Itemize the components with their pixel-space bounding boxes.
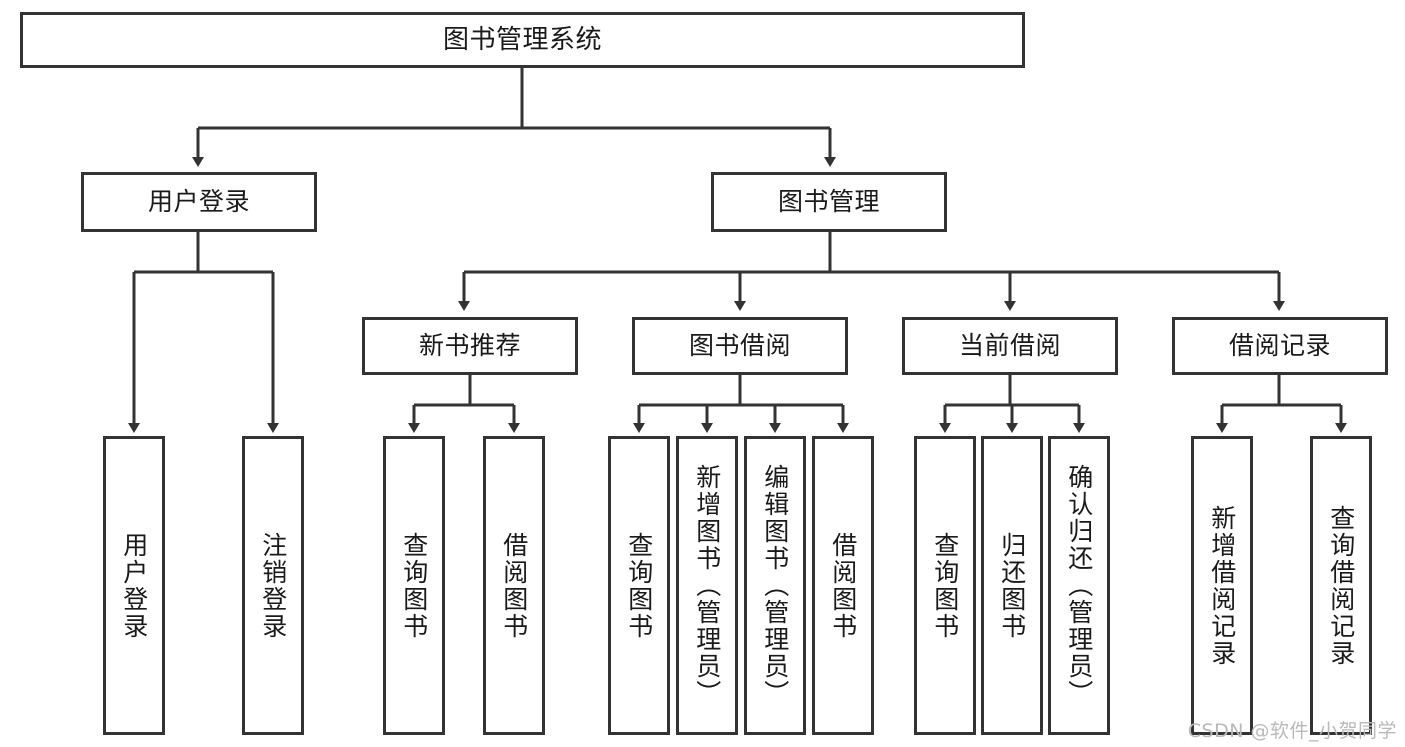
node-leaf-borrow-book-1-label: 借阅图书 bbox=[499, 531, 529, 640]
node-leaf-add-book[interactable]: 新增图书（管理员） bbox=[676, 436, 738, 735]
node-leaf-user-login[interactable]: 用户登录 bbox=[103, 436, 165, 735]
node-leaf-borrow-book-2-label: 借阅图书 bbox=[828, 531, 858, 640]
node-leaf-query-record[interactable]: 查询借阅记录 bbox=[1310, 436, 1372, 735]
node-leaf-query-book-1-label: 查询图书 bbox=[399, 531, 429, 640]
node-new-book-recommend[interactable]: 新书推荐 bbox=[362, 317, 578, 375]
node-current-borrow-label: 当前借阅 bbox=[958, 331, 1061, 361]
node-leaf-edit-book-label: 编辑图书（管理员） bbox=[760, 464, 790, 707]
node-borrow-record[interactable]: 借阅记录 bbox=[1172, 317, 1388, 375]
node-leaf-edit-book[interactable]: 编辑图书（管理员） bbox=[744, 436, 806, 735]
node-leaf-user-login-label: 用户登录 bbox=[119, 531, 149, 640]
node-leaf-query-book-3[interactable]: 查询图书 bbox=[914, 436, 976, 735]
node-leaf-query-book-2-label: 查询图书 bbox=[624, 531, 654, 640]
node-user-login-label: 用户登录 bbox=[147, 187, 250, 217]
watermark: CSDN @软件_小贺同学 bbox=[1187, 720, 1397, 742]
node-leaf-query-record-label: 查询借阅记录 bbox=[1326, 504, 1356, 667]
node-leaf-query-book-2[interactable]: 查询图书 bbox=[608, 436, 670, 735]
node-leaf-add-record-label: 新增借阅记录 bbox=[1207, 504, 1237, 667]
node-book-borrow-label: 图书借阅 bbox=[688, 331, 791, 361]
node-leaf-logout-label: 注销登录 bbox=[258, 531, 288, 640]
node-borrow-record-label: 借阅记录 bbox=[1228, 331, 1331, 361]
node-root-label: 图书管理系统 bbox=[442, 24, 602, 55]
node-leaf-confirm-return-label: 确认归还（管理员） bbox=[1064, 464, 1094, 707]
node-leaf-confirm-return[interactable]: 确认归还（管理员） bbox=[1048, 436, 1110, 735]
node-root[interactable]: 图书管理系统 bbox=[20, 12, 1025, 68]
node-leaf-logout[interactable]: 注销登录 bbox=[242, 436, 304, 735]
node-leaf-query-book-3-label: 查询图书 bbox=[930, 531, 960, 640]
node-leaf-return-book[interactable]: 归还图书 bbox=[981, 436, 1043, 735]
node-leaf-add-book-label: 新增图书（管理员） bbox=[692, 464, 722, 707]
node-user-login[interactable]: 用户登录 bbox=[81, 172, 317, 232]
node-book-borrow[interactable]: 图书借阅 bbox=[632, 317, 848, 375]
node-new-book-recommend-label: 新书推荐 bbox=[418, 331, 521, 361]
node-leaf-query-book-1[interactable]: 查询图书 bbox=[383, 436, 445, 735]
node-leaf-return-book-label: 归还图书 bbox=[997, 531, 1027, 640]
node-book-manage-label: 图书管理 bbox=[777, 187, 880, 217]
node-book-manage[interactable]: 图书管理 bbox=[711, 172, 947, 232]
node-leaf-borrow-book-1[interactable]: 借阅图书 bbox=[483, 436, 545, 735]
node-current-borrow[interactable]: 当前借阅 bbox=[902, 317, 1118, 375]
node-leaf-add-record[interactable]: 新增借阅记录 bbox=[1191, 436, 1253, 735]
node-leaf-borrow-book-2[interactable]: 借阅图书 bbox=[812, 436, 874, 735]
